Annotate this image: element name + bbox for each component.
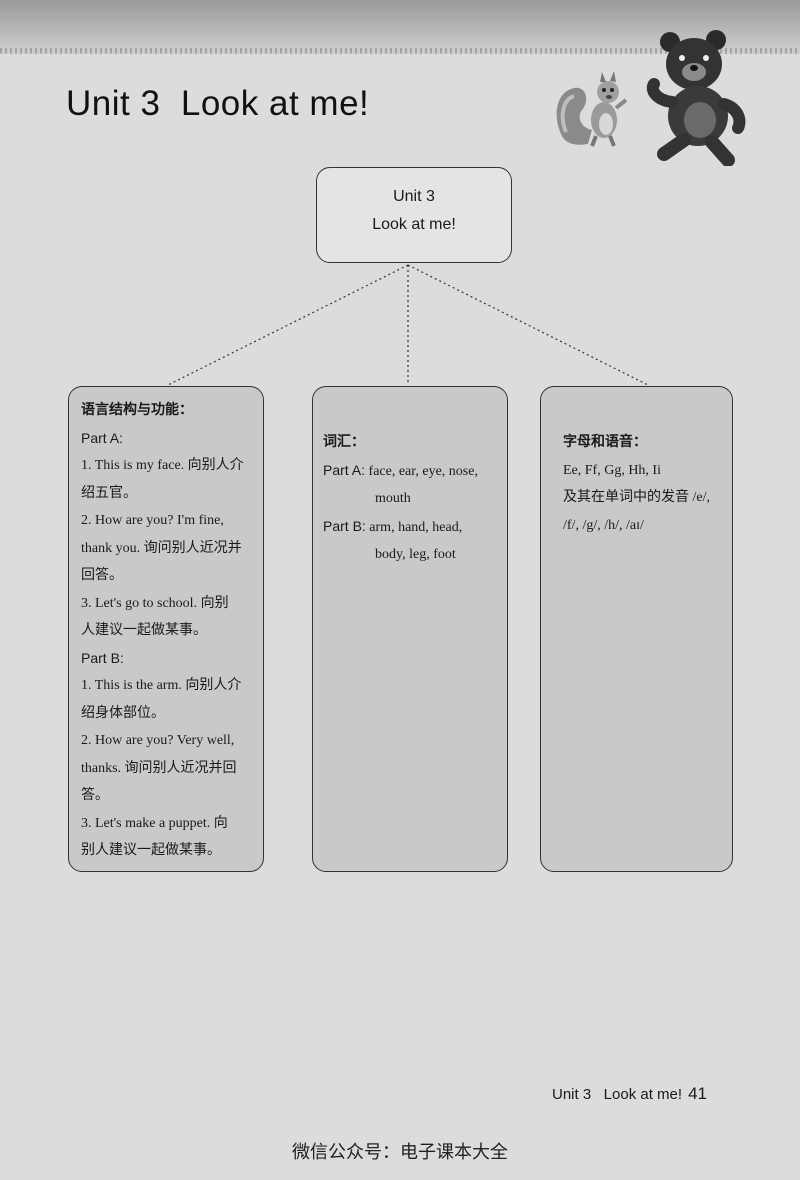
vocabulary-part-a: Part A: face, ear, eye, nose, (323, 457, 501, 486)
connector-left (167, 264, 409, 386)
root-node-line-1: Unit 3 (393, 188, 435, 205)
squirrel-illustration (556, 71, 628, 147)
structure-line: 1. This is the arm. 向别人介 (81, 678, 242, 693)
connector-right (407, 264, 649, 386)
structure-line: thank you. 询问别人近况并 (81, 540, 242, 556)
structure-line: 3. Let's make a puppet. 向 (81, 815, 228, 831)
running-footer: Unit 3 Look at me! 41 (552, 1084, 707, 1104)
structure-line: 1. This is my face. 向别人介 (81, 458, 244, 473)
structure-function-heading: 语言结构与功能： (81, 403, 193, 418)
structure-function-box: 语言结构与功能： Part A: 1. This is my face. 向别人… (68, 386, 264, 872)
structure-line: 答。 (81, 788, 109, 803)
structure-line: 人建议一起做某事。 (81, 623, 207, 638)
structure-line: 2. How are you? Very well, (81, 733, 235, 748)
vocabulary-box: 词汇： Part A: face, ear, eye, nose, mouth … (312, 386, 508, 872)
vocabulary-part-a-label: Part A: (323, 461, 366, 478)
letters-sounds-heading: 字母和语音： (563, 435, 647, 450)
structure-line: thanks. 询问别人近况并回 (81, 760, 237, 776)
structure-line: Part B: (81, 649, 124, 666)
structure-line: Part A: (81, 429, 124, 446)
vocabulary-heading: 词汇： (323, 435, 365, 450)
letters-line: Ee, Ff, Gg, Hh, Ii (563, 462, 661, 478)
vocabulary-part-b: Part B: arm, hand, head, (323, 513, 501, 542)
page-title: Unit 3 Look at me! (66, 84, 370, 123)
vocabulary-part-b-words-cont: body, leg, foot (375, 547, 456, 562)
watermark-text: 微信公众号：电子课本大全 (292, 1142, 508, 1163)
page-number: 41 (688, 1084, 707, 1103)
vocabulary-part-a-words: face, ear, eye, nose, (368, 463, 478, 479)
structure-line: 3. Let's go to school. 向别 (81, 595, 229, 611)
letters-sounds-box: 字母和语音： Ee, Ff, Gg, Hh, Ii 及其在单词中的发音 /e/,… (540, 386, 733, 872)
banner-edge (0, 48, 800, 54)
sounds-line: 及其在单词中的发音 /e/, (563, 490, 710, 505)
structure-line: 2. How are you? I'm fine, (81, 513, 224, 528)
structure-line: 回答。 (81, 568, 123, 583)
phonetics-line: /f/, /g/, /h/, /aɪ/ (563, 517, 644, 533)
vocabulary-part-b-label: Part B: (323, 517, 366, 534)
bear-illustration (646, 30, 746, 166)
vocabulary-part-b-words: arm, hand, head, (369, 519, 463, 535)
structure-line: 别人建议一起做某事。 (81, 843, 221, 858)
running-head: Unit 3 Look at me! (552, 1086, 683, 1103)
vocabulary-part-a-words-cont: mouth (375, 491, 411, 506)
root-node: Unit 3 Look at me! (316, 167, 512, 263)
structure-line: 绍身体部位。 (81, 705, 165, 721)
root-node-line-2: Look at me! (372, 216, 456, 233)
structure-line: 绍五官。 (81, 485, 137, 501)
